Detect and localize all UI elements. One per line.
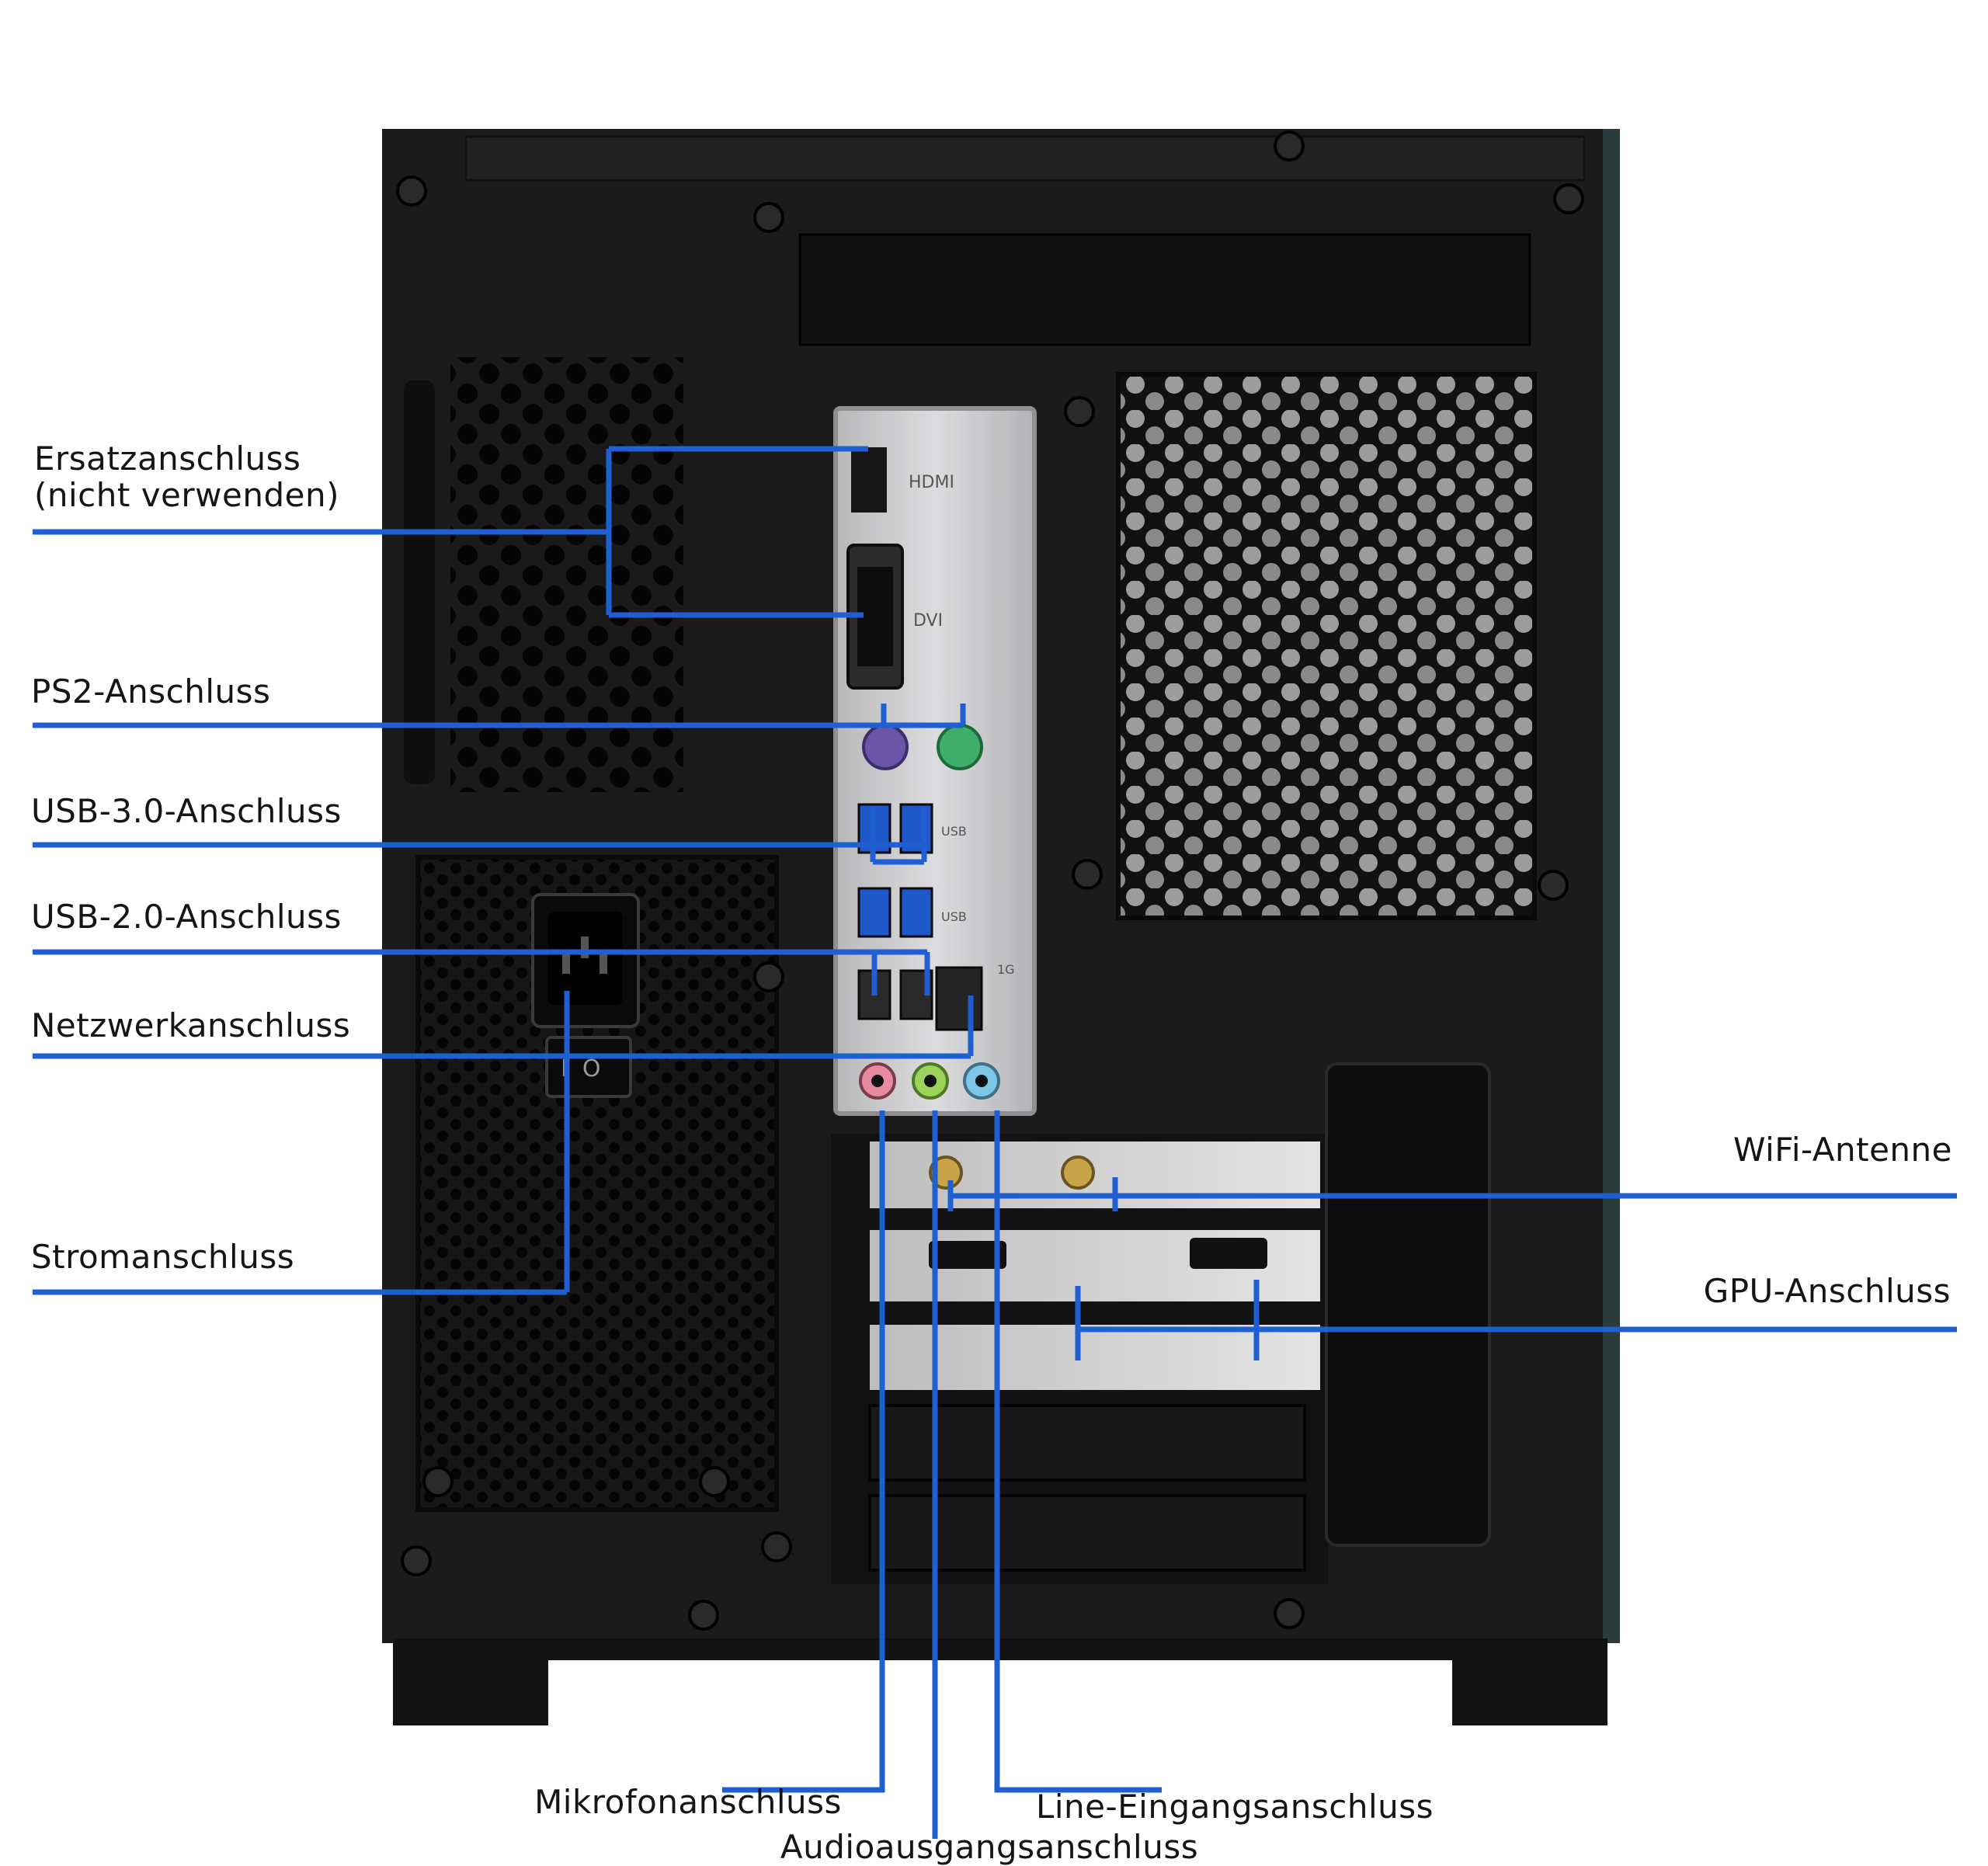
dvi-marking: DVI xyxy=(913,611,943,631)
screw xyxy=(753,961,784,992)
power-pin-1 xyxy=(562,952,570,974)
screw xyxy=(422,1466,454,1497)
label-ps2-port: PS2-Anschluss xyxy=(31,672,271,711)
callout-mic xyxy=(722,1110,885,1793)
usb3-port xyxy=(857,887,891,938)
callout-lines xyxy=(33,446,1957,1839)
label-mic-port: Mikrofonanschluss xyxy=(534,1783,842,1821)
expansion-slots xyxy=(831,1062,1491,1584)
callout-usb2 xyxy=(33,949,930,996)
case-foot-bar xyxy=(393,1638,1607,1660)
callout-spare-port xyxy=(33,446,868,618)
ps2-keyboard-port xyxy=(862,724,909,770)
ps2-mouse-port xyxy=(937,724,983,770)
power-pin-3 xyxy=(600,952,607,974)
power-pin-2 xyxy=(581,936,589,958)
screw xyxy=(1553,183,1584,214)
gpu-hdmi xyxy=(1190,1238,1267,1269)
callout-power xyxy=(33,991,570,1295)
case-top-rail xyxy=(464,135,1586,182)
screw xyxy=(761,1531,792,1562)
callout-gpu xyxy=(1075,1280,1957,1360)
screw xyxy=(699,1466,730,1497)
pc-case: I O xyxy=(382,129,1620,1725)
lan-marking: 1G xyxy=(997,962,1015,977)
hdmi-marking: HDMI xyxy=(909,473,954,492)
spare-port-hdmi xyxy=(851,447,887,513)
label-wifi-antenna: WiFi-Antenne xyxy=(1733,1131,1952,1169)
callout-ps2 xyxy=(33,704,966,728)
psu-side-vent xyxy=(450,357,683,792)
top-bracket-panel xyxy=(798,233,1531,346)
slot-cover xyxy=(868,1404,1306,1482)
callout-network xyxy=(33,996,974,1059)
screw xyxy=(401,1545,432,1576)
screw xyxy=(1072,859,1103,890)
label-power-port: Stromanschluss xyxy=(31,1238,295,1276)
usb3-port xyxy=(899,887,933,938)
callout-wifi xyxy=(947,1177,1957,1211)
pcie-retention-bracket xyxy=(1325,1062,1491,1547)
gpu-displayport xyxy=(929,1241,1006,1269)
screw xyxy=(1274,1598,1305,1629)
usb-marking: USB xyxy=(941,824,967,839)
screw xyxy=(396,175,427,207)
wifi-antenna-connector xyxy=(1061,1155,1095,1190)
screw xyxy=(688,1600,719,1631)
screw xyxy=(1064,396,1095,427)
slot-cover xyxy=(868,1494,1306,1572)
jack-hole xyxy=(924,1075,937,1087)
gpu-bracket-vent xyxy=(870,1325,1320,1390)
jack-hole xyxy=(871,1075,884,1087)
fan-grille xyxy=(1116,372,1537,920)
label-spare-port-line2: (nicht verwenden) xyxy=(34,476,339,514)
callout-line-in xyxy=(994,1110,1162,1793)
label-gpu-port: GPU-Anschluss xyxy=(1703,1272,1951,1310)
screw xyxy=(1538,870,1569,901)
label-spare-port-line1: Ersatzanschluss xyxy=(34,440,301,478)
label-network-port: Netzwerkanschluss xyxy=(31,1006,351,1044)
io-shield: HDMI DVI USB USB 1G xyxy=(833,406,1037,1116)
label-audio-out-port: Audioausgangsanschluss xyxy=(780,1828,1199,1866)
case-side-strip xyxy=(404,380,435,784)
screw xyxy=(753,202,784,233)
label-usb3-port: USB-3.0-Anschluss xyxy=(31,792,342,830)
wifi-antenna-connector xyxy=(929,1155,963,1190)
case-edge-right xyxy=(1603,129,1620,1643)
usb-marking: USB xyxy=(941,909,967,924)
callout-usb3 xyxy=(33,808,927,865)
label-line-in-port: Line-Eingangsanschluss xyxy=(1035,1788,1434,1826)
jack-hole xyxy=(975,1075,988,1087)
lan-port xyxy=(935,966,983,1031)
screw xyxy=(1274,130,1305,162)
label-usb2-port: USB-2.0-Anschluss xyxy=(31,898,342,936)
